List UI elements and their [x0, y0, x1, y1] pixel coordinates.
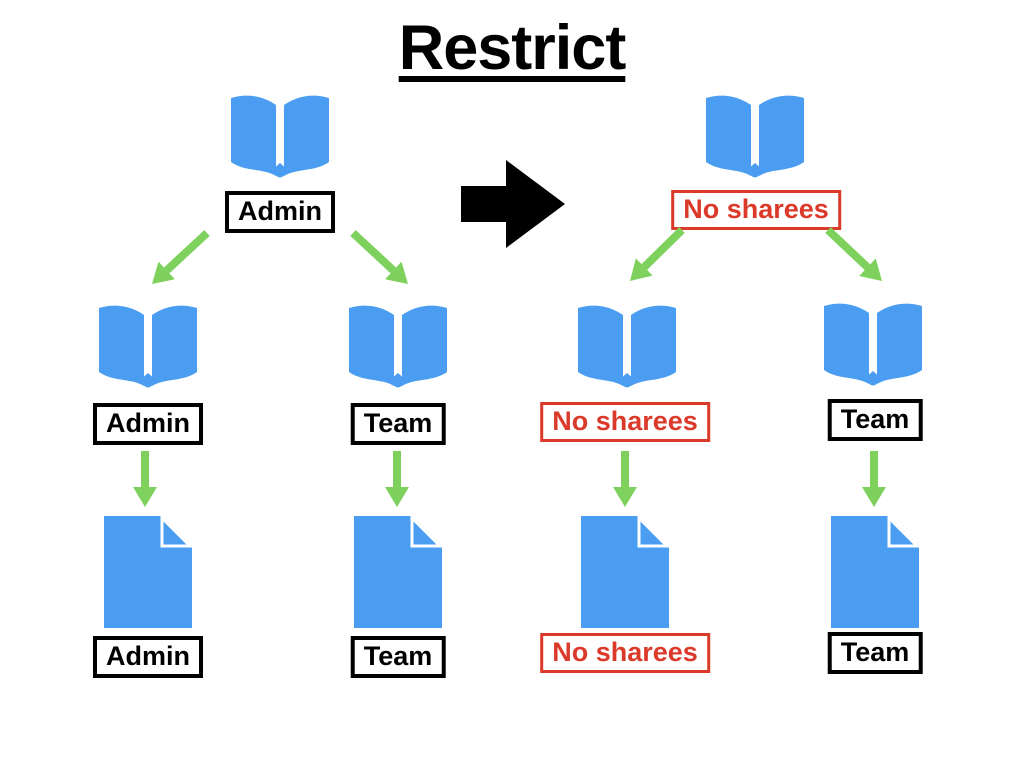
open-book-icon: [99, 305, 197, 388]
permission-label-before-child-1: Admin: [93, 403, 203, 445]
permission-label-before-doc-1: Admin: [93, 636, 203, 678]
permission-label-after-doc-2: Team: [827, 632, 923, 674]
open-book-icon: [824, 303, 922, 386]
permission-label-after-child-2: Team: [827, 399, 923, 441]
green-arrow-icon: [385, 451, 409, 507]
green-arrow-icon: [825, 227, 882, 281]
document-icon: [104, 516, 192, 628]
document-icon: [354, 516, 442, 628]
green-arrow-icon: [630, 227, 685, 281]
permission-label-before-doc-2: Team: [350, 636, 446, 678]
black-right-arrow-icon: [461, 160, 565, 248]
document-icon: [831, 516, 919, 628]
green-arrow-icon: [862, 451, 886, 507]
green-arrow-icon: [152, 230, 210, 284]
open-book-icon: [706, 95, 804, 178]
page-title: Restrict: [398, 13, 627, 83]
open-book-icon: [231, 95, 329, 178]
green-arrow-icon: [613, 451, 637, 507]
permission-label-after-child-1: No sharees: [540, 402, 710, 442]
green-arrow-icon: [133, 451, 157, 507]
open-book-icon: [578, 305, 676, 388]
permission-label-after-doc-1: No sharees: [540, 633, 710, 673]
permission-label-before-root: Admin: [225, 191, 335, 233]
green-arrow-icon: [350, 230, 408, 284]
open-book-icon: [349, 305, 447, 388]
permission-label-before-child-2: Team: [350, 403, 446, 445]
permission-label-after-root: No sharees: [671, 190, 841, 230]
document-icon: [581, 516, 669, 628]
